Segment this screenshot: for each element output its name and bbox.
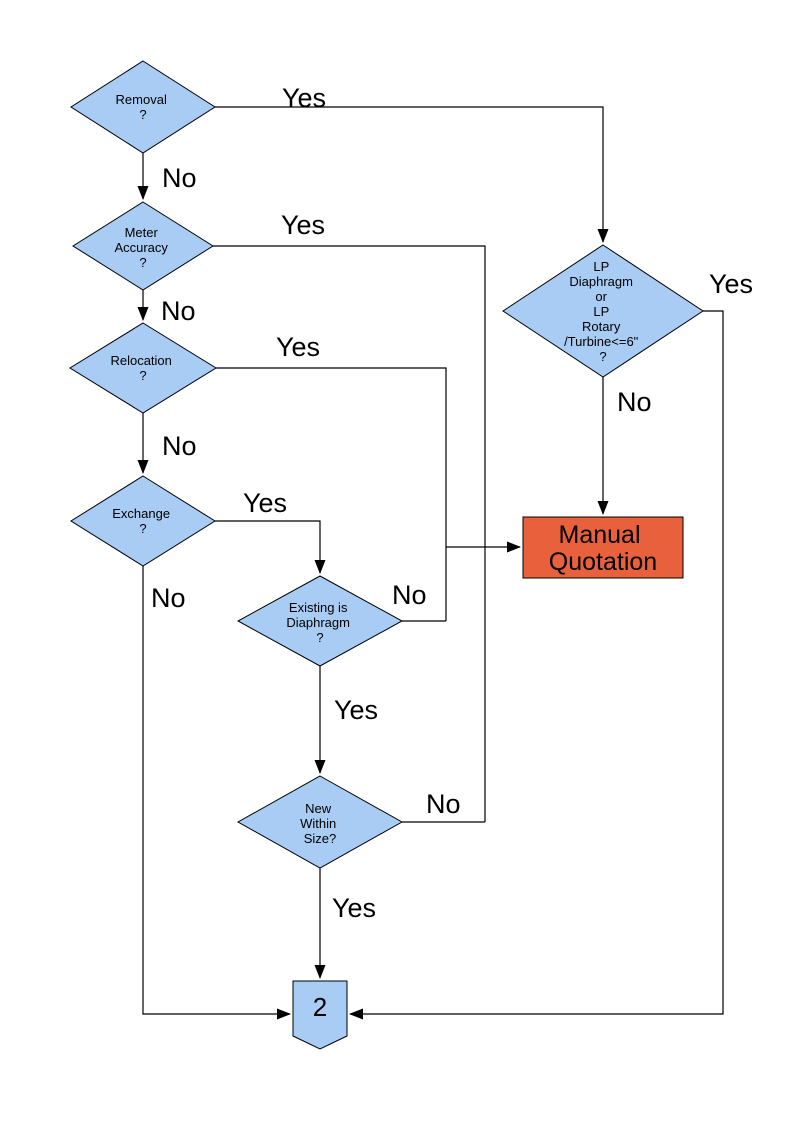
decision-new-within-size-label: New Within Size? bbox=[300, 801, 340, 846]
decision-relocation: Relocation ? bbox=[69, 322, 217, 414]
decision-lp-meter-type-shape bbox=[502, 244, 704, 378]
process-manual-quotation-shape bbox=[522, 516, 684, 579]
decision-relocation-label: Relocation ? bbox=[110, 353, 175, 383]
edge-exchange-yes bbox=[215, 520, 326, 574]
decision-new-within-size-shape bbox=[236, 775, 404, 869]
edge-label-removal-no: No bbox=[162, 163, 197, 193]
edge-exchange-no bbox=[142, 566, 291, 1020]
decision-meter-accuracy: Meter Accuracy ? bbox=[72, 201, 214, 291]
edge-label-meter-accuracy-no: No bbox=[161, 296, 196, 326]
decision-removal-shape bbox=[70, 60, 216, 154]
edge-label-relocation-yes: Yes bbox=[276, 332, 320, 362]
edge-lp-yes bbox=[349, 310, 724, 1020]
edge-label-existing-is-diaphragm-no: No bbox=[392, 580, 427, 610]
offpage-connector-2-label: 2 bbox=[313, 992, 327, 1022]
decision-exchange-shape bbox=[70, 475, 216, 567]
connector-lines bbox=[137, 106, 724, 1020]
edge-label-exchange-no: No bbox=[151, 583, 186, 613]
process-manual-quotation-label: Manual Quotation bbox=[549, 521, 657, 576]
process-manual-quotation: Manual Quotation bbox=[522, 516, 684, 579]
edge-relocation-yes bbox=[216, 367, 447, 621]
decision-exchange: Exchange ? bbox=[70, 475, 216, 567]
edge-label-meter-accuracy-yes: Yes bbox=[281, 210, 325, 240]
edge-meter-accuracy-yes bbox=[213, 245, 486, 822]
decision-meter-accuracy-shape bbox=[72, 201, 214, 291]
edge-label-lp-no: No bbox=[617, 387, 652, 417]
edge-removal-yes bbox=[215, 106, 609, 243]
decision-lp-meter-type: LP Diaphragm or LP Rotary /Turbine<=6" ? bbox=[502, 244, 704, 378]
decision-existing-is-diaphragm-label: Existing is Diaphragm ? bbox=[286, 600, 353, 645]
decision-existing-is-diaphragm: Existing is Diaphragm ? bbox=[236, 575, 404, 667]
decision-removal-label: Removal ? bbox=[116, 92, 171, 122]
offpage-connector-2-shape bbox=[292, 980, 348, 1050]
edge-label-exchange-yes: Yes bbox=[243, 488, 287, 518]
offpage-connector-2: 2 bbox=[292, 980, 348, 1050]
edge-labels: Yes No Yes No Yes No Yes No No Yes No Ye… bbox=[151, 83, 753, 923]
decision-new-within-size: New Within Size? bbox=[236, 775, 404, 869]
decision-existing-is-diaphragm-shape bbox=[236, 575, 404, 667]
edge-label-relocation-no: No bbox=[162, 431, 197, 461]
decision-lp-meter-type-label: LP Diaphragm or LP Rotary /Turbine<=6" ? bbox=[564, 259, 642, 364]
edge-label-existing-is-diaphragm-yes: Yes bbox=[334, 695, 378, 725]
decision-meter-accuracy-label: Meter Accuracy ? bbox=[114, 225, 171, 270]
decision-removal: Removal ? bbox=[70, 60, 216, 154]
edge-label-new-within-size-no: No bbox=[426, 789, 461, 819]
edge-label-lp-yes: Yes bbox=[709, 269, 753, 299]
decision-exchange-label: Exchange ? bbox=[112, 506, 173, 536]
decision-relocation-shape bbox=[69, 322, 217, 414]
edge-label-new-within-size-yes: Yes bbox=[332, 893, 376, 923]
edge-label-removal-yes: Yes bbox=[282, 83, 326, 113]
